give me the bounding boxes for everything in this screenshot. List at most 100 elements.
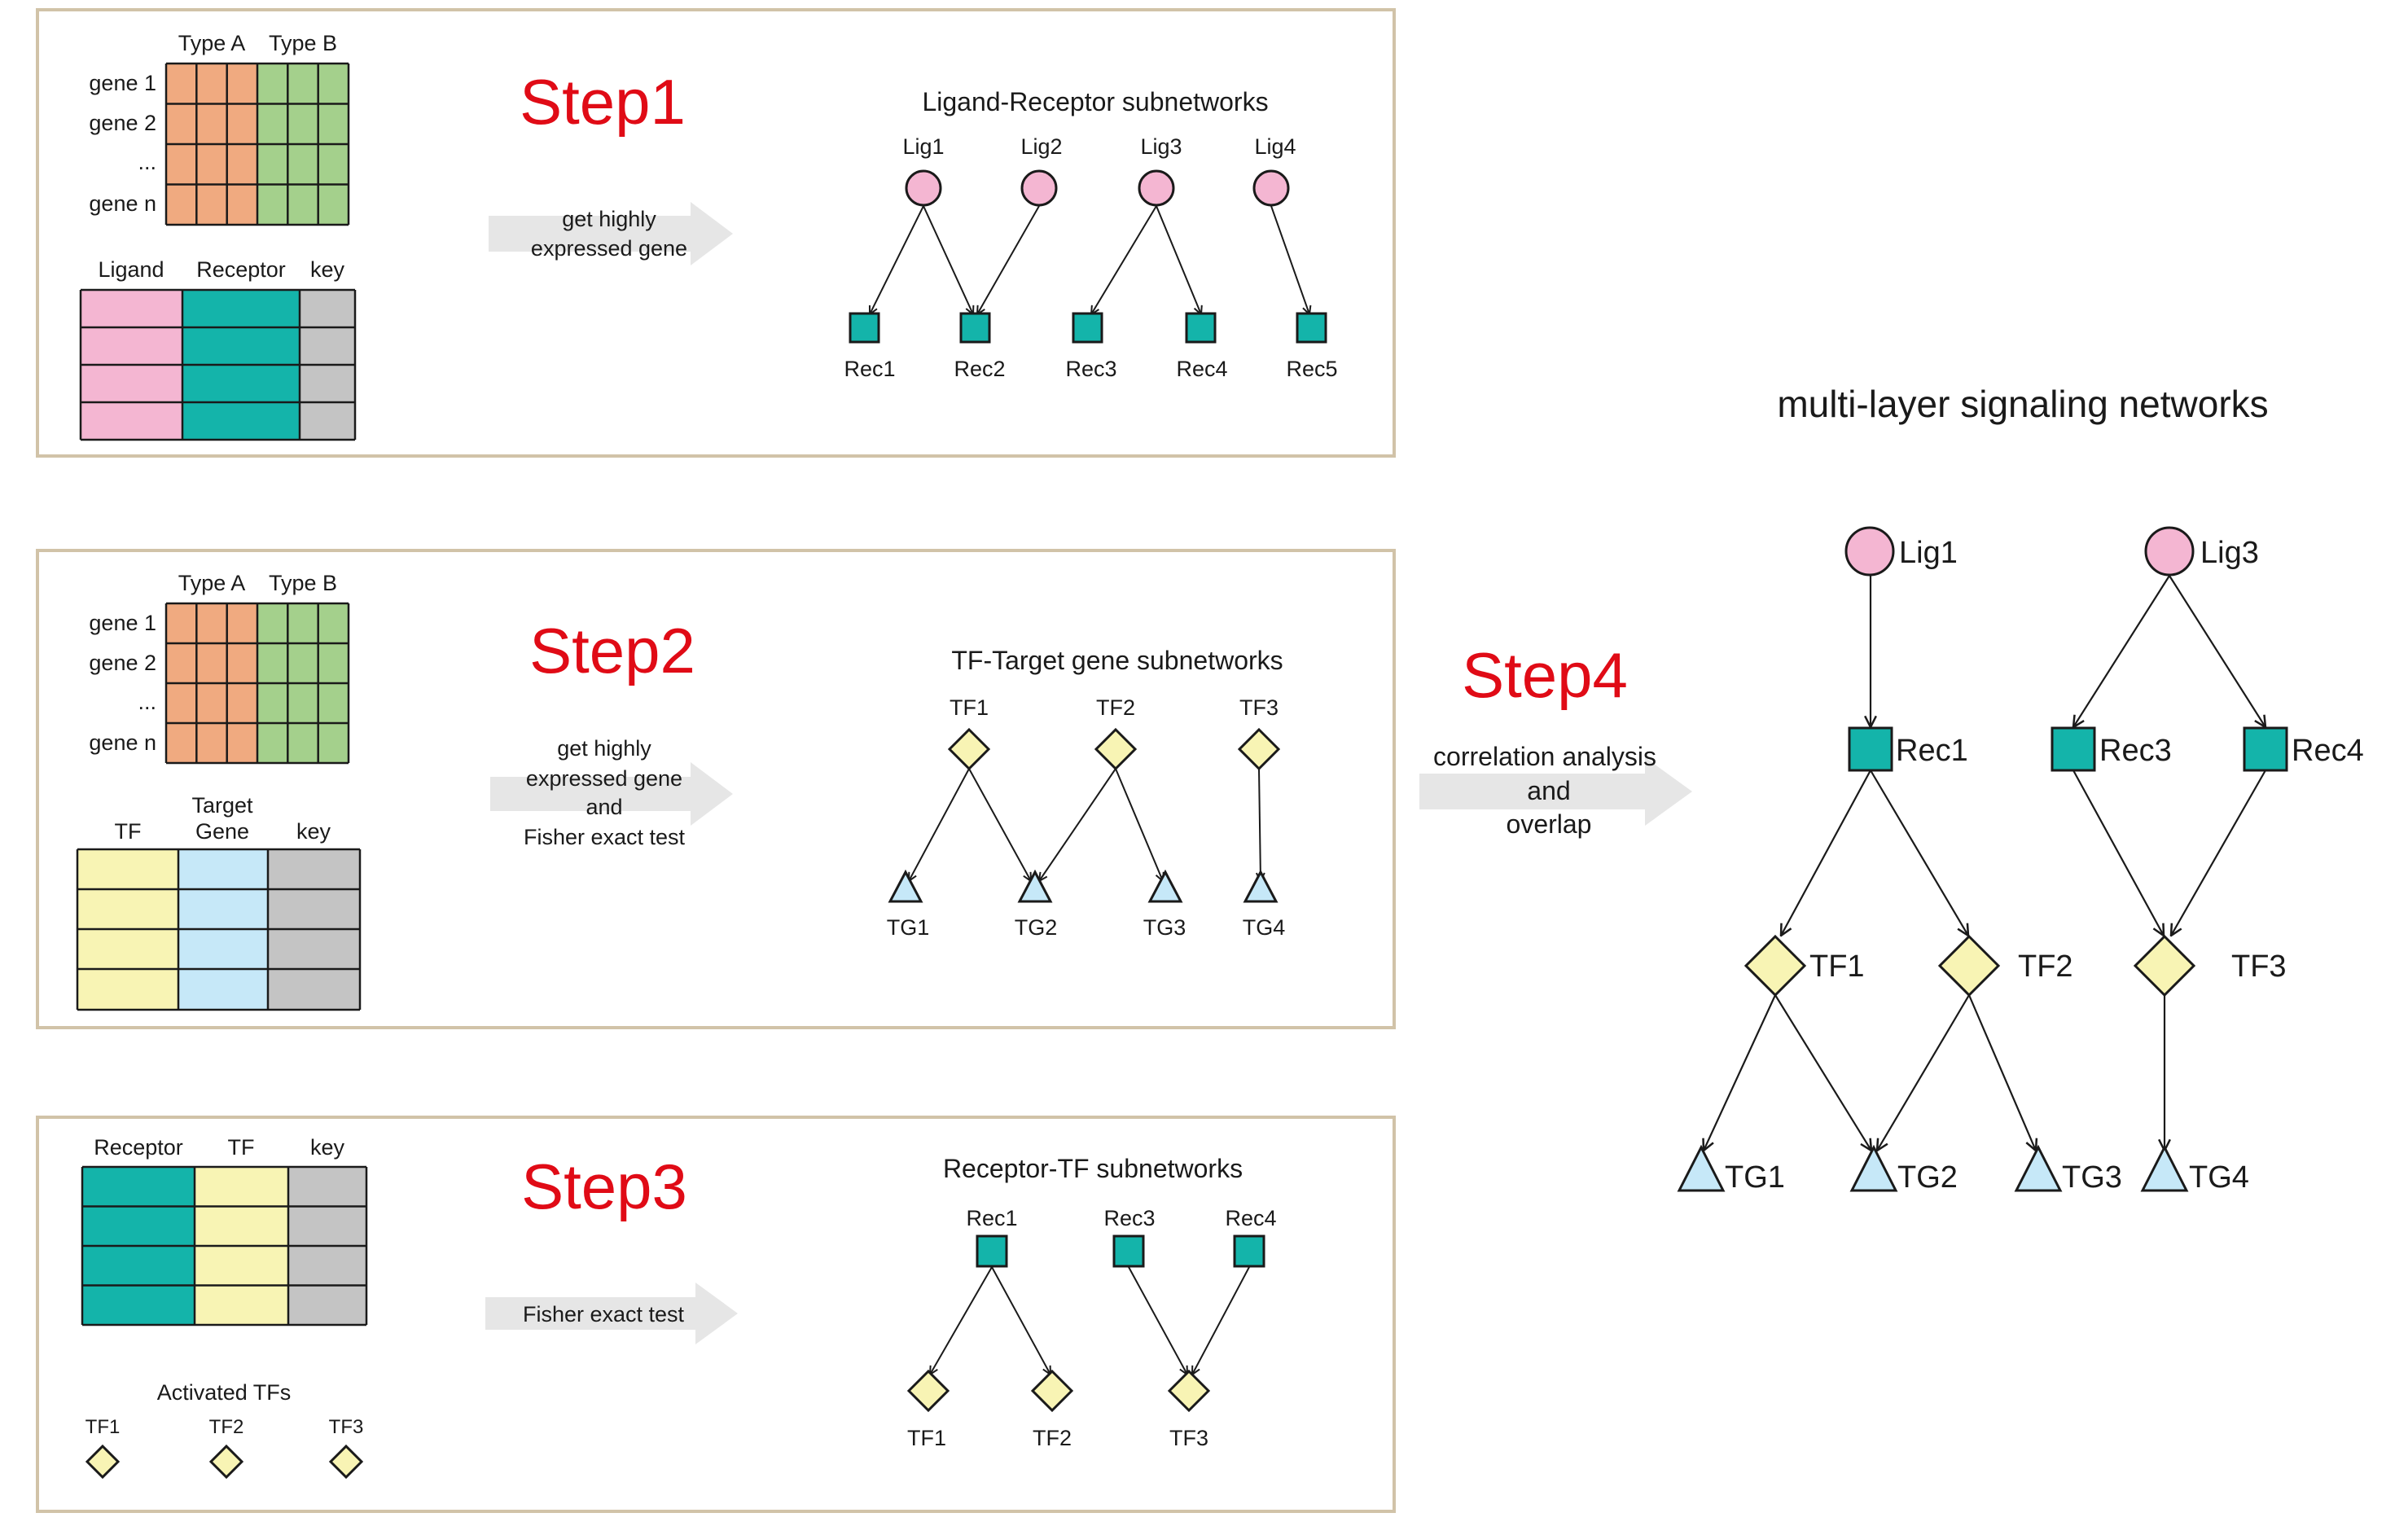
- receptor-node: [1072, 312, 1103, 344]
- row-label: gene n: [89, 191, 156, 216]
- target-node: [2140, 1144, 2189, 1192]
- arrow-text: expressed gene: [531, 236, 687, 261]
- arrow-text: Fisher exact test: [523, 1302, 685, 1326]
- row-label: ...: [138, 690, 156, 714]
- arrow-text: and: [1527, 776, 1570, 805]
- tf-target-network: TF-Target gene subnetworks TF1 TF2 TF3 T…: [887, 646, 1286, 940]
- tf-label: TF2: [1033, 1426, 1072, 1450]
- table-header: Receptor: [196, 257, 286, 282]
- network-title: TF-Target gene subnetworks: [951, 646, 1283, 675]
- receptor-node: [1233, 1234, 1265, 1268]
- receptor-label: Rec3: [2099, 734, 2172, 768]
- activated-tfs: Activated TFs TF1 TF2 TF3: [85, 1380, 364, 1480]
- type-a-label: Type A: [178, 31, 246, 55]
- receptor-label: Rec4: [1176, 357, 1227, 381]
- network-title: Ligand-Receptor subnetworks: [922, 87, 1268, 116]
- ligand-label: Lig2: [1020, 134, 1062, 159]
- row-label: gene 2: [89, 111, 156, 135]
- step2-arrow: get highly expressed gene and Fisher exa…: [490, 736, 733, 849]
- ligand-node: [905, 169, 942, 207]
- ligand-node: [1020, 169, 1058, 207]
- ligand-node: [2144, 526, 2195, 577]
- step3-arrow: Fisher exact test: [485, 1283, 738, 1344]
- tf-node: [906, 1369, 950, 1413]
- ligand-node: [1138, 169, 1175, 207]
- target-label: TG4: [1243, 915, 1286, 940]
- row-label: ...: [138, 150, 156, 174]
- tf-target-table: TF Target Gene key: [76, 793, 362, 1011]
- tf-label: TF2: [2018, 949, 2073, 984]
- tf-label: TF2: [1096, 695, 1135, 720]
- table-header: TF: [115, 819, 142, 844]
- ligand-label: Lig3: [2200, 536, 2259, 570]
- ligand-node: [1252, 169, 1290, 207]
- receptor-node: [1185, 312, 1217, 344]
- receptor-node: [959, 312, 991, 344]
- receptor-label: Rec3: [1065, 357, 1116, 381]
- ligand-node: [1844, 526, 1895, 577]
- step2-panel: [36, 549, 1396, 1029]
- receptor-node: [2243, 726, 2288, 772]
- receptor-label: Rec2: [954, 357, 1005, 381]
- row-label: gene 2: [89, 651, 156, 675]
- tf-label: TF3: [1239, 695, 1279, 720]
- receptor-node: [1112, 1234, 1145, 1268]
- tf-node: [1094, 727, 1138, 771]
- type-b-label: Type B: [269, 31, 337, 55]
- tf-node: [947, 727, 991, 771]
- step2-expression-matrix: Type A Type B gene 1 gene 2 ... gene n: [89, 571, 350, 765]
- tf-node: [1030, 1369, 1074, 1413]
- network-title: multi-layer signaling networks: [1777, 383, 2268, 425]
- tf-label: TF1: [950, 695, 989, 720]
- multi-layer-network: multi-layer signaling networks Lig1 Lig3…: [1677, 383, 2364, 1195]
- table-header: TF: [228, 1135, 255, 1160]
- step1-expression-matrix: Type A Type B gene 1 gene 2 ... gene n: [89, 31, 350, 226]
- target-node: [1677, 1144, 1726, 1192]
- arrow-text: Fisher exact test: [524, 825, 686, 849]
- arrow-text: and: [586, 795, 622, 819]
- receptor-node: [1296, 312, 1327, 344]
- step2-title: Step2: [529, 615, 695, 686]
- tf-node: [1237, 727, 1281, 771]
- row-label: gene n: [89, 730, 156, 755]
- activated-tf-node: [85, 1444, 121, 1480]
- row-label: gene 1: [89, 611, 156, 635]
- ligand-label: Lig3: [1140, 134, 1182, 159]
- table-header: Gene: [195, 819, 249, 844]
- target-label: TG4: [2189, 1160, 2249, 1195]
- target-node: [1147, 869, 1183, 903]
- receptor-node: [849, 312, 880, 344]
- ligand-receptor-table: Ligand Receptor key: [79, 257, 357, 441]
- table-header: Ligand: [98, 257, 164, 282]
- arrow-text: overlap: [1507, 809, 1592, 839]
- step1-title: Step1: [520, 66, 686, 138]
- target-label: TG1: [887, 915, 930, 940]
- arrow-text: expressed gene: [526, 766, 682, 791]
- target-node: [1017, 869, 1053, 903]
- tf-label: TF3: [1169, 1426, 1208, 1450]
- type-b-label: Type B: [269, 571, 337, 595]
- receptor-node: [976, 1234, 1008, 1268]
- receptor-tf-table: Receptor TF key: [81, 1135, 368, 1326]
- receptor-node: [2051, 726, 2096, 772]
- tf-label: TF1: [907, 1426, 946, 1450]
- target-node: [1243, 869, 1279, 903]
- ligand-label: Lig1: [902, 134, 944, 159]
- type-a-label: Type A: [178, 571, 246, 595]
- target-label: TG3: [2062, 1160, 2122, 1195]
- arrow-text: correlation analysis: [1433, 742, 1656, 771]
- target-node: [1849, 1144, 1898, 1192]
- activated-tf-label: TF1: [86, 1416, 121, 1438]
- step4-title: Step4: [1462, 639, 1628, 711]
- target-label: TG1: [1725, 1160, 1785, 1195]
- activated-tf-label: TF2: [209, 1416, 244, 1438]
- table-header: key: [310, 1135, 345, 1160]
- step4-arrow: correlation analysis and overlap: [1419, 742, 1692, 839]
- target-node: [888, 869, 923, 903]
- activated-title: Activated TFs: [157, 1380, 292, 1405]
- receptor-label: Rec4: [1225, 1206, 1276, 1230]
- receptor-label: Rec4: [2292, 734, 2364, 768]
- tf-node: [1167, 1369, 1211, 1413]
- activated-tf-label: TF3: [329, 1416, 364, 1438]
- target-label: TG2: [1897, 1160, 1958, 1195]
